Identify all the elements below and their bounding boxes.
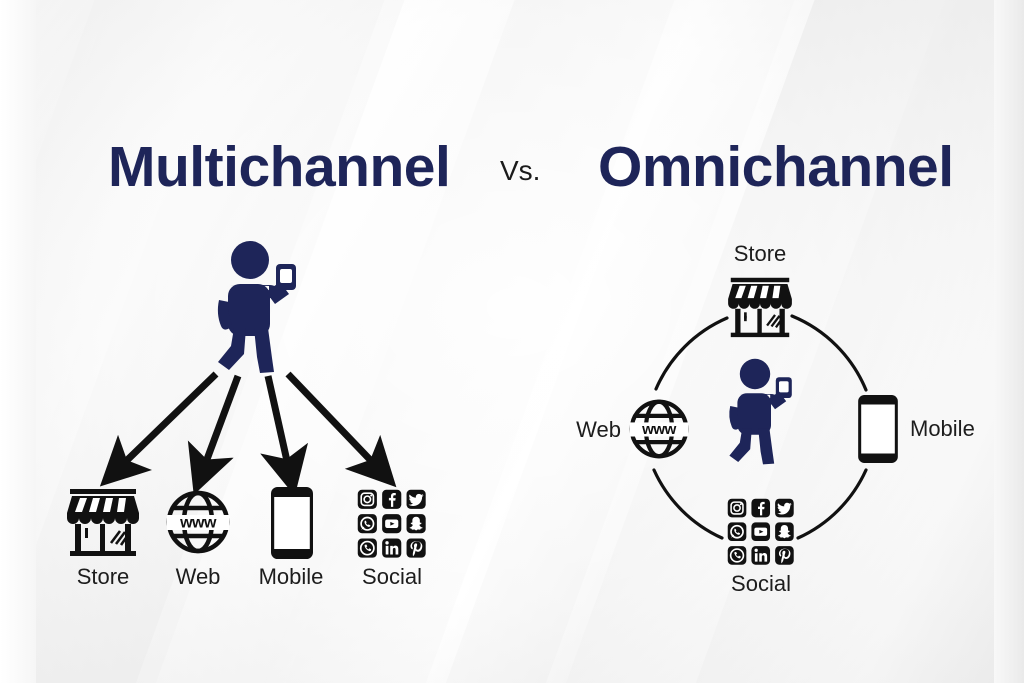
omnichannel-channel-mobile[interactable]: Mobile (858, 395, 998, 465)
person-with-phone-icon (729, 358, 792, 465)
omnichannel-person (723, 357, 803, 467)
smartphone-icon (271, 487, 313, 560)
twitter-icon (406, 489, 426, 509)
multichannel-channel-mobile[interactable]: Mobile (250, 487, 332, 595)
vs-separator-label: Vs. (500, 155, 541, 186)
social-apps-grid-icon (357, 489, 427, 559)
globe-www-text: www (641, 421, 676, 438)
omnichannel-channel-web[interactable]: Web www (565, 398, 700, 464)
background-edge-right (994, 0, 1024, 683)
snapchat-icon (406, 514, 426, 534)
social-apps-grid-icon (727, 498, 795, 566)
ring-arc-top-left (654, 316, 729, 391)
ring-arc-bottom-left (652, 468, 724, 540)
globe-www-text: www (179, 515, 217, 532)
snapchat-icon (775, 522, 794, 542)
channel-label-web: Web (175, 564, 221, 589)
skype-icon (727, 546, 747, 565)
title-omnichannel: Omnichannel (598, 135, 954, 199)
instagram-icon (727, 498, 747, 518)
pinterest-icon (406, 538, 426, 558)
smartphone-icon (858, 395, 898, 464)
whatsapp-icon (357, 514, 377, 534)
storefront-icon (728, 277, 792, 338)
omnichannel-channel-social[interactable]: Social (715, 498, 807, 598)
youtube-icon (382, 514, 402, 534)
channel-label-web: Web (576, 417, 621, 442)
facebook-icon (751, 498, 771, 518)
channel-label-store: Store (76, 564, 130, 589)
title-multichannel: Multichannel (108, 135, 451, 199)
headline-row: Multichannel Omnichannel (0, 131, 1024, 203)
channel-label-mobile: Mobile (910, 416, 975, 441)
storefront-icon (67, 489, 139, 556)
person-with-phone-icon (217, 241, 296, 373)
whatsapp-icon (727, 522, 747, 542)
channel-label-social: Social (731, 571, 791, 596)
multichannel-channel-web[interactable]: www Web (157, 487, 239, 595)
youtube-icon (751, 522, 771, 542)
instagram-icon (357, 489, 377, 509)
channel-label-social: Social (362, 564, 422, 589)
twitter-icon (775, 498, 794, 518)
multichannel-person (210, 240, 310, 375)
linkedin-icon (382, 538, 402, 558)
globe-www-icon: www (629, 399, 689, 459)
channel-label-mobile: Mobile (258, 564, 324, 589)
ring-arc-top-right (790, 314, 868, 392)
linkedin-icon (751, 546, 771, 565)
globe-www-icon: www (166, 490, 230, 554)
ring-arc-bottom-right (796, 468, 868, 540)
channel-label-store: Store (733, 241, 787, 266)
background-edge-left (0, 0, 36, 683)
pinterest-icon (775, 546, 794, 565)
skype-icon (357, 538, 377, 558)
multichannel-channel-social[interactable]: Social (349, 487, 435, 595)
omnichannel-channel-store[interactable]: Store (712, 240, 808, 340)
facebook-icon (382, 489, 402, 509)
omnichannel-ring (652, 314, 868, 540)
multichannel-channel-store[interactable]: Store (62, 487, 144, 595)
